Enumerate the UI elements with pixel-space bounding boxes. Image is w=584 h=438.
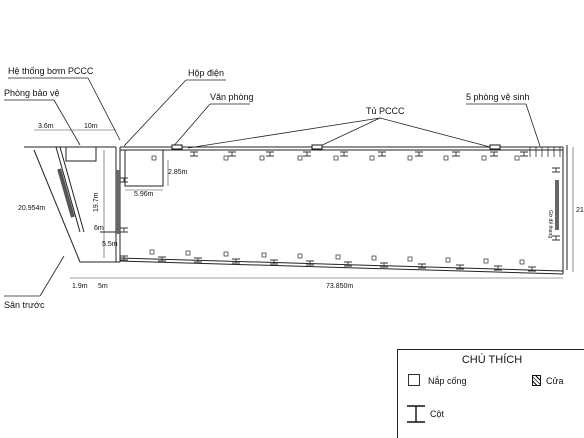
label-pump-system: Hệ thống bơm PCCC bbox=[8, 66, 94, 76]
legend-door-text: Cửa bbox=[546, 376, 564, 386]
dim-21: 21 bbox=[576, 207, 584, 214]
label-office: Văn phòng bbox=[210, 92, 254, 102]
column-row-bottom bbox=[120, 177, 536, 272]
restroom-cells bbox=[529, 147, 561, 157]
right-door-wall bbox=[555, 180, 559, 230]
dim-2-85: 2.85m bbox=[168, 169, 188, 176]
dim-6: 6m bbox=[94, 225, 104, 232]
manhole-legend-icon bbox=[408, 374, 420, 386]
legend-manhole-text: Nắp cống bbox=[428, 376, 467, 386]
legend-column-text: Cột bbox=[430, 409, 445, 419]
column-legend-icon bbox=[407, 405, 425, 423]
dim-20-954: 20.954m bbox=[18, 205, 45, 212]
building-outline bbox=[24, 145, 568, 275]
manhole-markers bbox=[149, 155, 525, 265]
label-front-yard: Sân trước bbox=[4, 300, 45, 310]
dim-5-96: 5.96m bbox=[134, 191, 154, 198]
leader-lines bbox=[4, 77, 541, 297]
dim-73-850: 73.850m bbox=[326, 283, 353, 290]
office-box bbox=[124, 149, 164, 187]
label-restrooms: 5 phòng vệ sinh bbox=[466, 92, 530, 102]
label-wall: Gờ để thang bbox=[547, 210, 554, 238]
column-row-top bbox=[190, 151, 560, 241]
label-fire-cabinet: Tủ PCCC bbox=[366, 106, 405, 116]
dim-3-6: 3.6m bbox=[38, 123, 54, 130]
dim-19-7: 19.7m bbox=[93, 192, 100, 212]
door-legend-icon bbox=[532, 375, 541, 386]
fire-cabinets bbox=[171, 144, 501, 150]
dim-5: 5m bbox=[98, 283, 108, 290]
guard-room-box bbox=[65, 146, 97, 162]
legend-title: CHÚ THÍCH bbox=[461, 354, 523, 366]
left-door-wall bbox=[116, 170, 120, 234]
dimension-lines bbox=[34, 129, 574, 279]
legend-box: CHÚ THÍCH Nắp cống Cửa Cột bbox=[397, 349, 584, 438]
dim-5-5: 5.5m bbox=[102, 241, 118, 248]
dim-10: 10m bbox=[84, 123, 98, 130]
guard-door-wall bbox=[57, 168, 75, 218]
dim-1-9: 1.9m bbox=[72, 283, 88, 290]
label-electric-box: Hộp điện bbox=[188, 68, 224, 78]
label-guard-room: Phòng bảo vệ bbox=[4, 88, 60, 98]
